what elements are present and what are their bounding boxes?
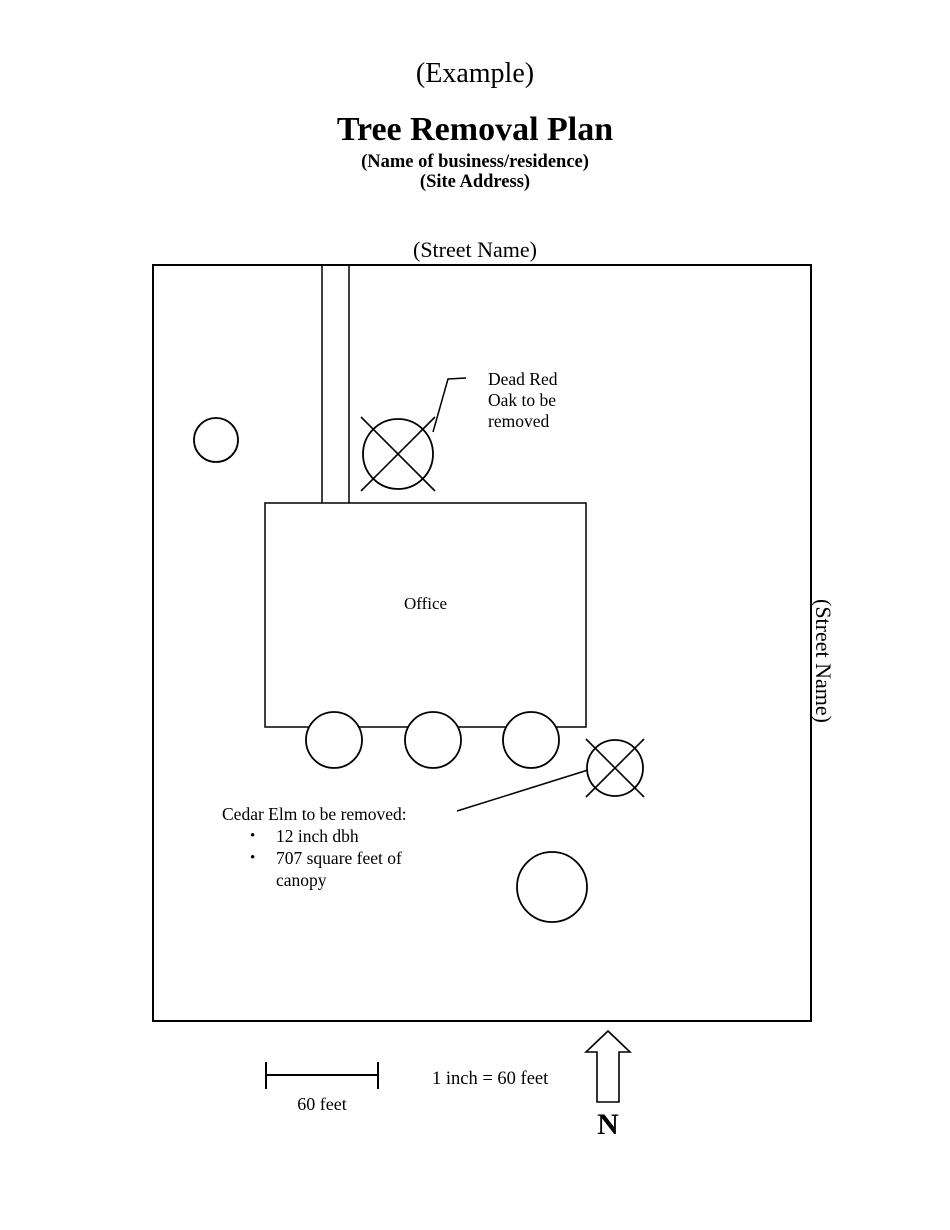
business-name-placeholder: (Name of business/residence) — [361, 152, 589, 172]
elm-callout-heading: Cedar Elm to be removed: — [222, 804, 407, 824]
bullet-icon: • — [250, 828, 256, 844]
site-address-placeholder: (Site Address) — [419, 172, 531, 192]
bullet-icon: • — [250, 850, 256, 866]
oak-callout-line-1: Dead Red — [488, 369, 558, 389]
north-arrow-icon — [584, 1029, 632, 1103]
scale-bar-label: 60 feet — [297, 1094, 347, 1114]
tree-canopy-symbol-2 — [305, 711, 363, 769]
elm-bullet-item-1: • 12 inch dbh — [246, 825, 426, 847]
scale-statement: 1 inch = 60 feet — [432, 1069, 549, 1089]
oak-callout-text: Dead Red Oak to be removed — [488, 369, 558, 432]
office-building-label: Office — [403, 594, 448, 613]
street-name-right-label: (Street Name) — [811, 599, 836, 723]
office-building-outline — [264, 502, 587, 728]
tree-canopy-symbol-1 — [193, 417, 239, 463]
tree-canopy-symbol-3 — [404, 711, 462, 769]
removed-tree-symbol-elm — [585, 738, 645, 798]
page-title: Tree Removal Plan — [336, 111, 614, 148]
elm-bullet-text-2: 707 square feet of canopy — [276, 848, 402, 890]
scale-bar — [265, 1062, 379, 1089]
tree-canopy-symbol-5 — [516, 851, 588, 923]
oak-callout-leader — [432, 377, 467, 433]
elm-bullet-text-1: 12 inch dbh — [276, 826, 359, 846]
removed-tree-symbol-oak — [360, 416, 436, 492]
site-boundary — [152, 264, 812, 1022]
north-arrow-label: N — [597, 1108, 619, 1141]
oak-callout-line-3: removed — [488, 411, 550, 431]
elm-callout-text: Cedar Elm to be removed: • 12 inch dbh •… — [222, 803, 426, 891]
example-label: (Example) — [415, 58, 535, 89]
elm-callout-leader — [456, 769, 589, 812]
elm-bullet-item-2: • 707 square feet of canopy — [246, 847, 426, 891]
oak-callout-line-2: Oak to be — [488, 390, 557, 410]
tree-canopy-symbol-4 — [502, 711, 560, 769]
street-name-top-label: (Street Name) — [413, 237, 537, 262]
